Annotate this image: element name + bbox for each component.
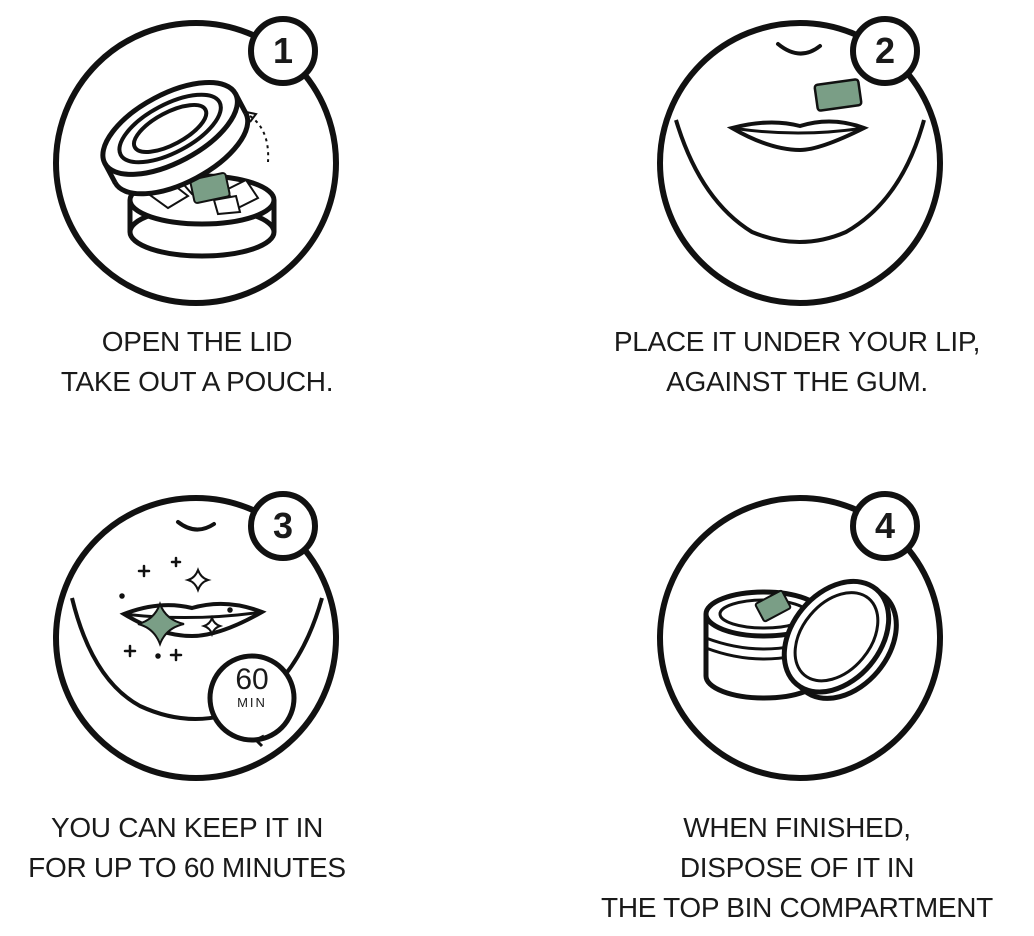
step-caption: PLACE IT UNDER YOUR LIP, AGAINST THE GUM… [560, 322, 1034, 402]
step-2: 2 PLACE IT UNDER YOUR LIP, AGAINST THE G… [520, 0, 1034, 470]
face-with-pouch-icon [657, 16, 943, 306]
timer-value: 60 [235, 663, 269, 696]
step-3: 3 60 MIN YOU CAN KEEP IT IN FOR UP TO 60… [0, 470, 520, 936]
caption-line: AGAINST THE GUM. [666, 366, 928, 397]
step-number-badge: 2 [874, 30, 896, 71]
caption-line: YOU CAN KEEP IT IN [50, 812, 324, 843]
timer-unit: MIN [237, 695, 267, 710]
open-can-icon [53, 16, 339, 306]
caption-line: PLACE IT UNDER YOUR LIP, [613, 326, 981, 357]
caption-line: THE TOP BIN COMPARTMENT [601, 892, 993, 923]
sparkle-lips-icon [53, 491, 339, 781]
caption-line: WHEN FINISHED, [683, 812, 911, 843]
step-caption: OPEN THE LID TAKE OUT A POUCH. [0, 322, 394, 402]
step-caption: WHEN FINISHED, DISPOSE OF IT IN THE TOP … [560, 808, 1034, 928]
caption-line: OPEN THE LID [101, 326, 293, 357]
caption-line: TAKE OUT A POUCH. [60, 366, 334, 397]
caption-line: DISPOSE OF IT IN [679, 852, 915, 883]
step-number-badge: 4 [874, 505, 896, 546]
step-caption: YOU CAN KEEP IT IN FOR UP TO 60 MINUTES [0, 808, 374, 888]
step-4: 4 WHEN FINISHED, DISPOSE OF IT IN THE TO… [520, 470, 1034, 936]
step-1: 1 OPEN THE LID TAKE OUT A POUCH. [0, 0, 520, 470]
closing-can-icon [657, 491, 943, 781]
step-number-badge: 3 [272, 505, 294, 546]
step-number-badge: 1 [272, 30, 294, 71]
caption-line: FOR UP TO 60 MINUTES [28, 852, 346, 883]
